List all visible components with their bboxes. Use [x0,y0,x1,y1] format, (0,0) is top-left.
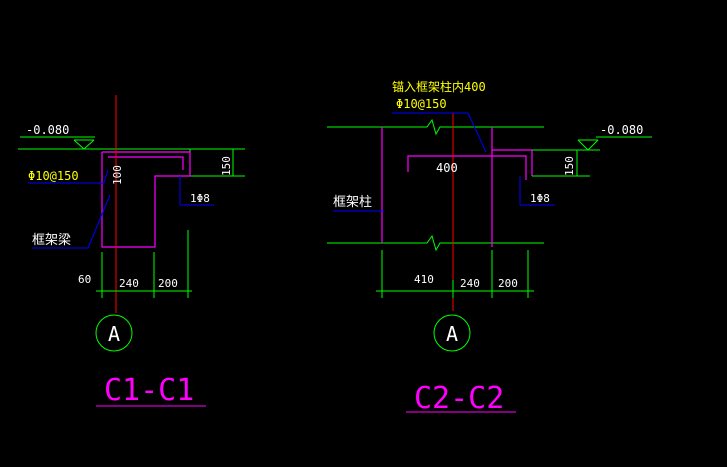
c2-dim-inner: 400 [436,161,458,175]
c1-elevation-label: -0.080 [26,123,69,137]
c2-beam-rebar [407,155,527,180]
section-c2-group: 锚入框架柱内400 Φ10@150 400 -0.080 150 框架柱 1Φ8… [327,79,652,416]
c2-stirrup-label: 1Φ8 [530,192,550,205]
c2-dim-left: 410 [414,273,434,286]
c2-elev-symbol-left [577,139,589,151]
c2-axis-label: A [446,322,458,346]
c1-axis-bubble [95,314,133,352]
c1-elev-symbol-left [73,139,85,150]
c2-dim-right: 200 [498,277,518,290]
c1-dim-mid: 240 [119,277,139,290]
c1-axis-label: A [108,322,120,346]
c2-top-break-line [327,118,544,136]
c1-dim-right: 200 [158,277,178,290]
c2-dim-vertical-right: 150 [563,156,576,176]
c1-stirrup-label: 1Φ8 [190,192,210,205]
c2-bottom-break-line [327,234,544,252]
c1-section-title: C1-C1 [104,373,194,408]
c1-rebar-spec: Φ10@150 [28,169,79,183]
c2-rebar-spec: Φ10@150 [396,97,447,111]
c1-elev-symbol-right [83,139,95,150]
c1-dim-left: 60 [78,273,91,286]
c2-axis-bubble [433,314,471,352]
c2-elev-symbol-right [587,139,599,151]
c2-column-label: 框架柱 [333,195,372,210]
c1-beam-label: 框架梁 [32,233,71,248]
c1-rebar-hook [108,156,184,170]
c2-section-title: C2-C2 [414,381,504,416]
c1-dim-vertical-right: 150 [220,156,233,176]
c2-anchor-note: 锚入框架柱内400 [392,79,486,94]
c1-leader-beam-diag [87,194,111,249]
c1-dim-vertical-inner: 100 [111,165,124,185]
c2-dim-mid: 240 [460,277,480,290]
c2-leader-anchor-diag [467,112,487,153]
section-c1-group: -0.080 Φ10@150 100 150 1Φ8 框架梁 60 240 20… [18,95,245,408]
c1-beam-outline [101,151,191,248]
c1-leader-rebar-diag [103,169,109,184]
c2-elevation-label: -0.080 [600,123,643,137]
